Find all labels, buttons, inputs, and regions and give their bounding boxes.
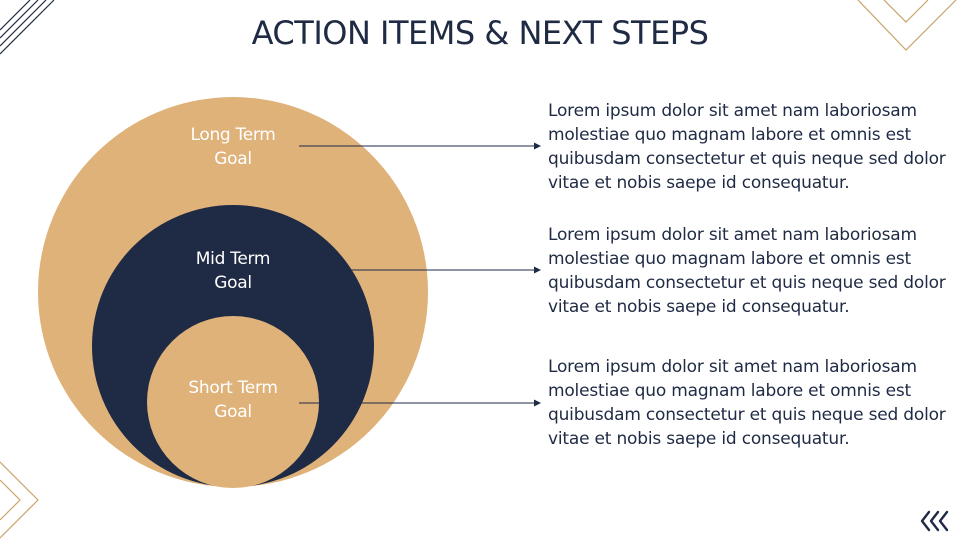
slide-title: ACTION ITEMS & NEXT STEPS xyxy=(251,14,709,52)
mid-term-goal-label-line2: Goal xyxy=(214,273,252,293)
bottom-left-diamond-decoration xyxy=(0,461,39,539)
short-term-goal-description: Lorem ipsum dolor sit amet nam laboriosa… xyxy=(548,357,946,449)
long-term-goal-label-line2: Goal xyxy=(214,149,252,169)
corner-stripes-decoration xyxy=(0,0,55,55)
mid-term-goal-label-line1: Mid Term xyxy=(195,249,271,269)
double-chevron-left-icon[interactable] xyxy=(918,508,954,534)
long-term-goal-description: Lorem ipsum dolor sit amet nam laboriosa… xyxy=(548,101,946,193)
mid-term-goal-description: Lorem ipsum dolor sit amet nam laboriosa… xyxy=(548,225,946,317)
long-term-goal-label: Long Term Goal xyxy=(173,123,293,171)
short-term-goal-label: Short Term Goal xyxy=(173,376,293,424)
short-term-goal-label-line1: Short Term xyxy=(188,378,278,398)
long-term-goal-label-line1: Long Term xyxy=(190,125,276,145)
short-term-goal-circle xyxy=(147,316,319,488)
mid-term-goal-label: Mid Term Goal xyxy=(173,247,293,295)
top-right-diamond-decoration xyxy=(857,0,957,51)
short-term-goal-label-line2: Goal xyxy=(214,402,252,422)
